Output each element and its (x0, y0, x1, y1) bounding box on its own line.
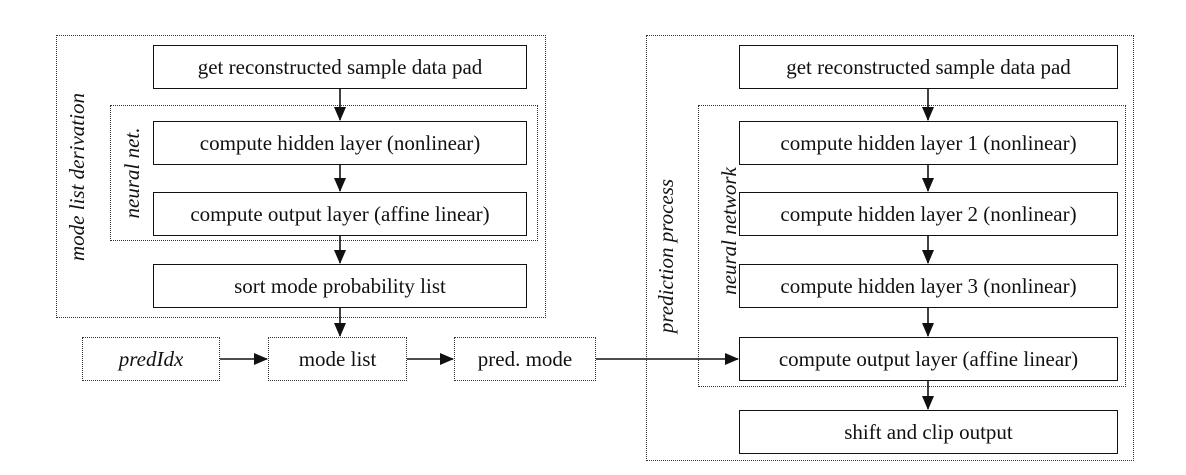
left-get-reconstructed-box: get reconstructed sample data pad (153, 45, 527, 89)
right-get-reconstructed-box: get reconstructed sample data pad (739, 45, 1118, 89)
mode-list-box: mode list (268, 337, 407, 381)
right-compute-output-box: compute output layer (affine linear) (739, 337, 1118, 381)
left-sort-mode-box: sort mode probability list (153, 264, 527, 308)
right-shift-clip-box: shift and clip output (739, 410, 1118, 454)
right-compute-hidden-2-box: compute hidden layer 2 (nonlinear) (739, 192, 1118, 236)
left-compute-hidden-box: compute hidden layer (nonlinear) (153, 121, 527, 165)
right-compute-hidden-3-box: compute hidden layer 3 (nonlinear) (739, 264, 1118, 308)
mode-list-derivation-group (56, 35, 546, 318)
pred-idx-box: predIdx (82, 337, 220, 381)
prediction-process-group (646, 35, 1134, 461)
right-neural-network-group (698, 105, 1126, 387)
pred-mode-box: pred. mode (454, 337, 596, 381)
right-compute-hidden-1-box: compute hidden layer 1 (nonlinear) (739, 121, 1118, 165)
left-compute-output-box: compute output layer (affine linear) (153, 192, 527, 236)
left-neural-net-group (110, 105, 538, 241)
